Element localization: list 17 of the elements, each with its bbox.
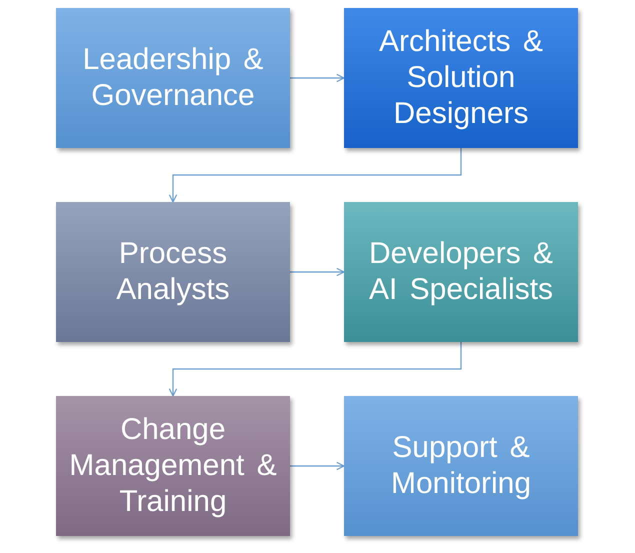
process-box [344, 396, 578, 536]
box-label: Architects & Solution Designers [378, 24, 544, 132]
box-label: Leadership & Governance [82, 42, 264, 114]
process-box [344, 8, 578, 148]
arrow [290, 268, 345, 276]
process-box [56, 8, 290, 148]
process-box [56, 202, 290, 342]
process-box [56, 396, 290, 536]
arrow [168, 342, 462, 397]
box-label: Support & Monitoring [390, 430, 532, 502]
arrow [168, 148, 462, 203]
process-box [344, 202, 578, 342]
arrow [290, 74, 345, 82]
box-label: Change Management & Training [68, 412, 278, 520]
box-label: Process Analysts [115, 236, 231, 308]
box-label: Developers & AI Specialists [368, 236, 554, 308]
arrow [290, 462, 345, 470]
